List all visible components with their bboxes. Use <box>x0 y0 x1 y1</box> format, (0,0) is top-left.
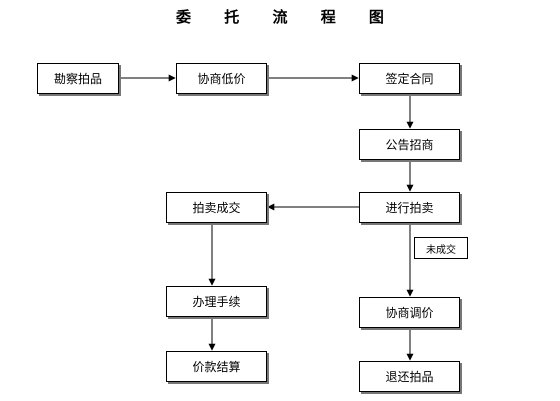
node-deal: 拍卖成交 <box>166 192 267 223</box>
diagram-title: 委 托 流 程 图 <box>176 8 398 26</box>
node-survey-items: 勘察拍品 <box>37 63 119 94</box>
node-formalities: 办理手续 <box>166 286 267 317</box>
node-negotiate-price: 协商低价 <box>176 63 267 94</box>
node-payment: 价款结算 <box>166 351 267 382</box>
node-adjust-price: 协商调价 <box>359 297 460 328</box>
node-sign-contract: 签定合同 <box>359 63 460 94</box>
node-auction: 进行拍卖 <box>359 192 460 223</box>
node-return-items: 退还拍品 <box>359 361 460 392</box>
edge-label-no-deal: 未成交 <box>414 237 468 259</box>
node-announce: 公告招商 <box>359 129 460 160</box>
